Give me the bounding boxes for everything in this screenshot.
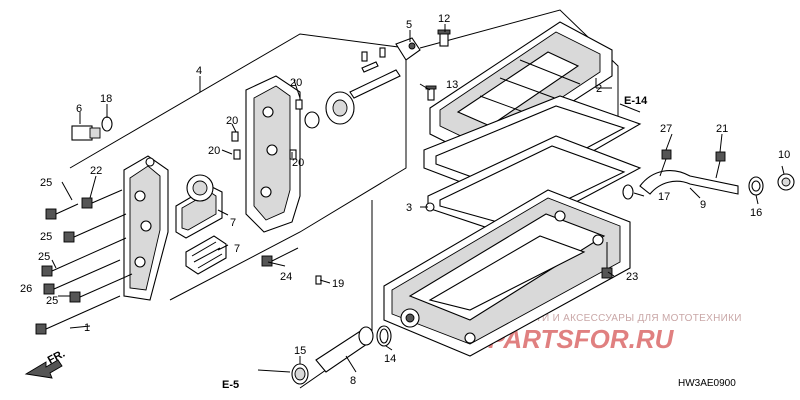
bolt-1 <box>35 295 121 335</box>
callout-21: 21 <box>716 123 728 135</box>
center-rotor <box>186 174 214 202</box>
callout-15: 15 <box>294 345 306 357</box>
fr-label: FR. <box>46 348 67 367</box>
shaft <box>349 61 401 99</box>
group-bracket-4 <box>69 33 407 301</box>
pressure-switch-6 <box>71 125 101 141</box>
valve-body-right <box>245 75 301 233</box>
callout-19: 19 <box>332 278 344 290</box>
bolt-22 <box>81 189 123 209</box>
callout-5: 5 <box>406 19 412 31</box>
callout-12: 12 <box>438 13 450 25</box>
oil-pipe-9 <box>639 170 739 195</box>
callout-23: 23 <box>626 271 638 283</box>
bolt-21 <box>715 151 726 179</box>
callout-20d: 20 <box>292 157 304 169</box>
callout-7a: 7 <box>230 217 236 229</box>
callout-16: 16 <box>750 207 762 219</box>
callout-6: 6 <box>76 103 82 115</box>
callout-2: 2 <box>596 83 602 95</box>
callout-1: 1 <box>84 322 90 334</box>
callout-22: 22 <box>90 165 102 177</box>
callout-20a: 20 <box>290 77 302 89</box>
bolts-25 <box>41 203 133 303</box>
o-ring-16 <box>748 176 764 196</box>
callout-18: 18 <box>100 93 112 105</box>
ref-e5: E-5 <box>222 379 239 391</box>
callout-4: 4 <box>196 65 202 77</box>
callout-26: 26 <box>20 283 32 295</box>
upper-cover <box>429 21 613 161</box>
front-arrow <box>24 359 63 379</box>
callout-7b: 7 <box>234 243 240 255</box>
o-ring-14 <box>376 325 392 347</box>
bracket-5 <box>395 37 421 61</box>
cap-10 <box>777 173 795 191</box>
dowel-pins <box>231 47 386 285</box>
callout-10: 10 <box>778 149 790 161</box>
callout-24: 24 <box>280 271 292 283</box>
callout-27: 27 <box>660 123 672 135</box>
valve-body-left <box>123 155 169 301</box>
callout-9: 9 <box>700 199 706 211</box>
lower-case <box>383 189 631 357</box>
ref-e14: E-14 <box>624 95 648 107</box>
screen-filter <box>185 235 227 275</box>
callout-14: 14 <box>384 353 396 365</box>
washer-17 <box>622 184 634 200</box>
o-ring-15 <box>291 363 309 385</box>
watermark-tagline: ЗАПЧАСТИ И АКСЕССУАРЫ ДЛЯ МОТОТЕХНИКИ <box>494 313 742 324</box>
callout-20c: 20 <box>208 145 220 157</box>
bolt-23 <box>601 242 613 279</box>
leader-lines <box>51 24 785 373</box>
bolt-24 <box>261 247 299 267</box>
bolt-26 <box>43 259 121 295</box>
callout-17: 17 <box>658 191 670 203</box>
callout-25a: 25 <box>40 177 52 189</box>
washer-18 <box>101 116 113 132</box>
pump-rotor <box>304 91 355 129</box>
callout-25c: 25 <box>38 251 50 263</box>
callout-3: 3 <box>406 202 412 214</box>
callout-13: 13 <box>446 79 458 91</box>
callout-8: 8 <box>350 375 356 387</box>
drawing-code: HW3AE0900 <box>678 378 736 389</box>
pipe-8 <box>315 326 374 373</box>
callout-20b: 20 <box>226 115 238 127</box>
callout-25b: 25 <box>40 231 52 243</box>
callout-25d: 25 <box>46 295 58 307</box>
bolt-12 <box>437 29 451 47</box>
